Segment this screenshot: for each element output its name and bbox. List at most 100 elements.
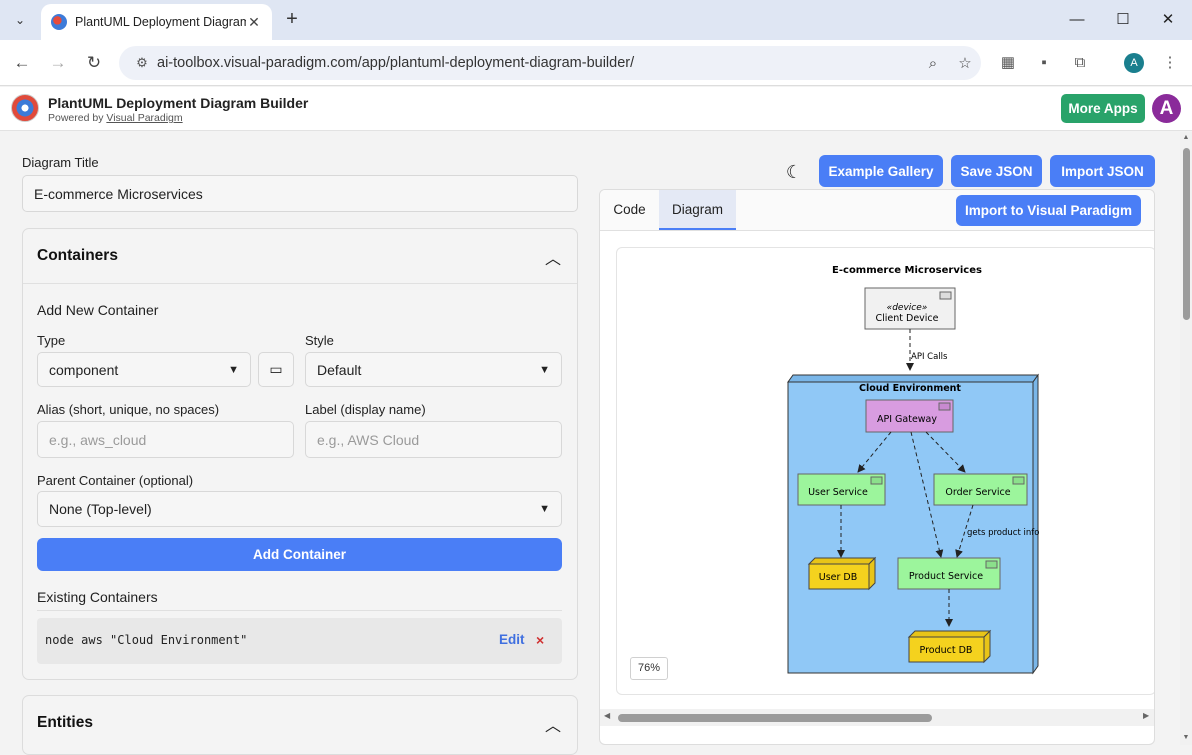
cloud-label: Cloud Environment [859, 383, 961, 394]
order-service-label: Order Service [945, 487, 1010, 498]
list-item: node aws "Cloud Environment" Edit × [37, 618, 562, 664]
type-select[interactable]: component ▼ [37, 352, 251, 387]
import-to-visual-paradigm-button[interactable]: Import to Visual Paradigm [956, 195, 1141, 226]
browser-tab-bar: ⌄ PlantUML Deployment Diagram Builder ✕ … [0, 0, 1192, 40]
bookmark-star-icon[interactable]: ☆ [958, 55, 972, 72]
label-input[interactable]: e.g., AWS Cloud [305, 421, 562, 458]
preview-tabs: Code Diagram Import to Visual Paradigm [600, 190, 1154, 231]
extensions-puzzle-icon[interactable]: ⧉ [1074, 54, 1086, 71]
gateway-product-arrow [910, 431, 944, 558]
scroll-right-icon[interactable]: ▶ [1143, 711, 1150, 720]
parent-container-select[interactable]: None (Top-level) ▼ [37, 491, 562, 527]
container-code: node aws "Cloud Environment" [45, 633, 248, 647]
containers-title: Containers [37, 247, 118, 264]
user-db-node[interactable]: User DB [807, 556, 877, 591]
forward-icon[interactable]: → [49, 53, 67, 72]
deployment-diagram: E-commerce Microservices «device» Client… [776, 257, 1050, 685]
new-tab-icon[interactable]: + [286, 8, 298, 30]
gateway-user-arrow [857, 431, 892, 473]
save-json-button[interactable]: Save JSON [951, 155, 1042, 187]
site-info-icon[interactable]: ⚙ [136, 55, 148, 70]
style-preview-button[interactable]: ▭ [258, 352, 294, 387]
user-service-node[interactable]: User Service [797, 473, 886, 506]
close-window-icon[interactable]: ✕ [1161, 11, 1175, 28]
api-gateway-node[interactable]: API Gateway [865, 399, 954, 433]
client-stereotype: «device» [887, 303, 928, 313]
app-title: PlantUML Deployment Diagram Builder [48, 95, 309, 111]
scroll-left-icon[interactable]: ◀ [604, 711, 611, 720]
parent-container-label: Parent Container (optional) [37, 473, 194, 488]
chevron-up-icon[interactable]: ︿ [544, 251, 561, 268]
chevron-down-icon: ▼ [539, 363, 550, 376]
user-db-label: User DB [819, 572, 858, 583]
dark-mode-moon-icon[interactable]: ☾ [785, 162, 803, 182]
add-new-container-heading: Add New Container [37, 302, 159, 318]
horizontal-scroll-thumb[interactable] [618, 714, 932, 722]
gateway-order-arrow [925, 431, 966, 473]
component-icon [938, 402, 951, 411]
type-label: Type [37, 333, 66, 348]
user-avatar[interactable]: A [1152, 94, 1181, 123]
type-select-value: component [49, 361, 119, 378]
main-content: Diagram Title E-commerce Microservices C… [0, 132, 1180, 755]
omnibox[interactable]: ⚙ ai-toolbox.visual-paradigm.com/app/pla… [119, 46, 981, 80]
browser-menu-icon[interactable]: ⋮ [1162, 54, 1178, 71]
scroll-up-icon[interactable]: ▲ [1182, 134, 1190, 141]
add-container-button[interactable]: Add Container [37, 538, 562, 571]
browser-profile-avatar[interactable]: A [1124, 53, 1144, 73]
extension-2-icon[interactable]: ▪ [1041, 54, 1047, 71]
scroll-down-icon[interactable]: ▼ [1182, 734, 1190, 741]
vertical-scroll-thumb[interactable] [1183, 148, 1190, 320]
zoom-icon[interactable]: ⌕ [928, 54, 938, 72]
gets-product-info-label: gets product info [967, 528, 1039, 538]
client-device-node[interactable]: «device» Client Device [864, 287, 956, 330]
more-apps-button[interactable]: More Apps [1061, 94, 1145, 123]
alias-label: Alias (short, unique, no spaces) [37, 402, 220, 417]
entities-header[interactable]: Entities ︿ [23, 696, 577, 751]
maximize-icon[interactable]: ☐ [1116, 11, 1130, 28]
style-select-value: Default [317, 361, 362, 378]
minimize-icon[interactable]: — [1069, 11, 1085, 28]
extension-icon[interactable]: ▦ [1000, 54, 1016, 71]
diagram-canvas[interactable]: E-commerce Microservices «device» Client… [616, 247, 1154, 695]
visual-paradigm-logo [11, 94, 39, 122]
product-service-node[interactable]: Product Service [897, 557, 1001, 590]
style-select[interactable]: Default ▼ [305, 352, 562, 387]
import-json-button[interactable]: Import JSON [1050, 155, 1155, 187]
api-gateway-label: API Gateway [877, 414, 937, 425]
browser-tab[interactable]: PlantUML Deployment Diagram Builder ✕ [41, 4, 272, 40]
containers-header[interactable]: Containers ︿ [23, 229, 577, 284]
page-vertical-scrollbar[interactable]: ▲ ▼ [1180, 132, 1192, 745]
back-icon[interactable]: ← [13, 53, 31, 72]
tab-search-chevron-icon[interactable]: ⌄ [14, 13, 26, 27]
diagram-title-label: Diagram Title [22, 155, 99, 170]
product-db-label: Product DB [920, 645, 973, 656]
reload-icon[interactable]: ↻ [86, 53, 102, 72]
alias-input[interactable]: e.g., aws_cloud [37, 421, 294, 458]
containers-card: Containers ︿ Add New Container Type comp… [22, 228, 578, 680]
tab-code[interactable]: Code [613, 202, 646, 217]
label-label: Label (display name) [305, 402, 426, 417]
powered-by: Powered by Visual Paradigm [48, 112, 183, 124]
address-bar: ← → ↻ ⚙ ai-toolbox.visual-paradigm.com/a… [0, 40, 1192, 86]
entities-title: Entities [37, 714, 93, 731]
url-text[interactable]: ai-toolbox.visual-paradigm.com/app/plant… [157, 55, 635, 71]
client-label: Client Device [875, 313, 938, 324]
delete-container-icon[interactable]: × [536, 632, 545, 648]
diagram-title-input[interactable]: E-commerce Microservices [22, 175, 578, 212]
zoom-level[interactable]: 76% [630, 657, 668, 680]
powered-by-text: Powered by [48, 112, 104, 124]
example-gallery-button[interactable]: Example Gallery [819, 155, 943, 187]
tab-diagram[interactable]: Diagram [659, 190, 736, 230]
entities-card: Entities ︿ [22, 695, 578, 755]
component-icon [870, 476, 883, 485]
favicon-icon [51, 14, 67, 30]
powered-by-link[interactable]: Visual Paradigm [106, 112, 183, 124]
order-service-node[interactable]: Order Service [933, 473, 1028, 506]
horizontal-scrollbar[interactable]: ◀ ▶ [600, 709, 1154, 726]
chevron-up-icon[interactable]: ︿ [544, 718, 561, 735]
chevron-down-icon: ▼ [539, 503, 550, 515]
product-db-node[interactable]: Product DB [907, 629, 992, 664]
edit-container-button[interactable]: Edit [499, 632, 525, 647]
tab-close-icon[interactable]: ✕ [248, 13, 260, 30]
